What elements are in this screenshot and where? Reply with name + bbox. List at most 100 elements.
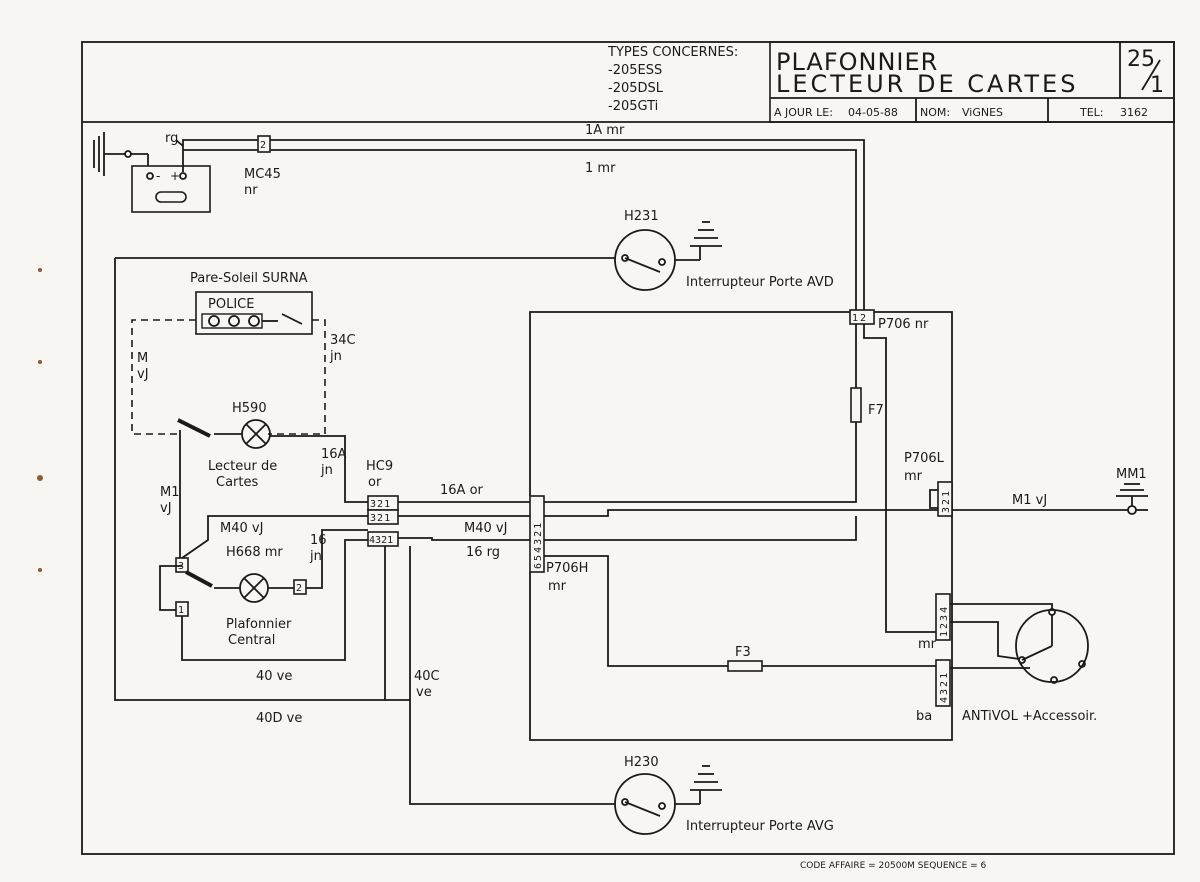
p706h-connector: 654321 <box>529 495 545 573</box>
svg-text:4321: 4321 <box>369 535 393 546</box>
wire-16-label: 16 <box>310 533 327 548</box>
h668-lamp <box>159 565 294 611</box>
h668-label: H668 mr <box>226 545 283 560</box>
updated-label: A JOUR LE: <box>774 106 833 119</box>
hc9-connector: 321 321 4321 <box>367 495 399 547</box>
binder-mark-3 <box>37 475 43 481</box>
p706-nr-connector <box>849 309 875 325</box>
fuse-f3 <box>727 660 763 672</box>
type-205gti: -205GTi <box>608 99 658 114</box>
sheet-number: 25 <box>1127 47 1155 72</box>
svg-text:+: + <box>170 169 180 183</box>
p706-nr-label: P706 nr <box>878 317 929 332</box>
title-box <box>769 41 1175 123</box>
wire-16rg-label: 16 rg <box>466 545 500 560</box>
binder-mark-1 <box>38 268 42 272</box>
wire-34c-label: 34C <box>330 333 356 348</box>
h231-door-switch <box>614 221 722 291</box>
svg-text:4321: 4321 <box>939 671 950 703</box>
mc45-connector <box>257 135 271 153</box>
wire-16-rg <box>398 537 530 541</box>
name-label: NOM: <box>920 106 950 119</box>
title-line-1: PLAFONNIER <box>776 48 938 76</box>
svg-text:-: - <box>156 169 160 183</box>
wire-16a-label: 16A <box>321 447 347 462</box>
sheet-frame <box>81 41 1175 855</box>
types-label: TYPES CONCERNES: <box>607 45 738 60</box>
h230-description: Interrupteur Porte AVG <box>686 819 834 834</box>
h230-door-switch <box>614 765 722 835</box>
p706h-label: P706H <box>546 561 588 576</box>
header-block: TYPES CONCERNES: -205ESS -205DSL -205GTi… <box>607 41 1175 123</box>
name-value: ViGNES <box>962 106 1003 119</box>
police-lamps <box>201 313 303 329</box>
plafonnier-label-1: Plafonnier <box>226 617 292 632</box>
tel-label: TEL: <box>1079 106 1104 119</box>
wire-1a-mr <box>270 139 865 310</box>
p706h-color: mr <box>548 579 567 594</box>
wire-16a-color: jn <box>320 463 333 478</box>
antivol-ba-label: ba <box>916 709 932 724</box>
wire-40d-label: 40D ve <box>256 711 302 726</box>
svg-text:321: 321 <box>370 499 391 510</box>
wire-34c-dashed <box>268 319 326 435</box>
tel-value: 3162 <box>1120 106 1148 119</box>
h590-label: H590 <box>232 401 267 416</box>
svg-text:1: 1 <box>178 605 184 616</box>
wire-m1-right-label: M1 vJ <box>1012 493 1047 508</box>
wire-m40-vj <box>181 515 368 559</box>
wire-m1-left-label: M1 <box>160 485 180 500</box>
wire-to-antivol <box>863 324 936 633</box>
h231-description: Interrupteur Porte AVD <box>686 275 834 290</box>
wire-16-jn <box>306 529 368 589</box>
svg-text:321: 321 <box>941 489 952 513</box>
mm1-label: MM1 <box>1116 467 1147 482</box>
svg-text:1234: 1234 <box>939 605 950 637</box>
p706-housing <box>529 311 953 741</box>
wire-f3-feed <box>544 555 728 667</box>
footer-code: CODE AFFAIRE = 20500M SEQUENCE = 6 <box>800 861 987 871</box>
wire-1-label: 1 mr <box>585 161 616 176</box>
wire-1a-label: 1A mr <box>585 123 625 138</box>
p706l-color: mr <box>904 469 923 484</box>
police-label: POLICE <box>208 297 254 312</box>
f7-label: F7 <box>868 403 884 418</box>
wire-m40-label: M40 vJ <box>220 521 263 536</box>
hc9-label: HC9 <box>366 459 393 474</box>
title-line-2: LECTEUR DE CARTES <box>776 70 1078 98</box>
wire-34c-color: jn <box>329 349 342 364</box>
h231-label: H231 <box>624 209 659 224</box>
binder-mark-4 <box>38 568 42 572</box>
wire-40-label: 40 ve <box>256 669 292 684</box>
mm1-ground <box>1116 483 1148 511</box>
wire-40d-ve <box>114 258 410 701</box>
wire-m40-right-label: M40 vJ <box>464 521 507 536</box>
pare-soleil-label: Pare-Soleil SURNA <box>190 271 308 286</box>
chassis-ground-battery: - + rg <box>93 131 211 213</box>
wire-m-vj-dashed <box>131 319 196 435</box>
wire-rg: rg <box>165 131 178 146</box>
wire-f7-feed <box>544 324 857 503</box>
svg-text:654321: 654321 <box>533 521 544 569</box>
p706l-label: P706L <box>904 451 945 466</box>
antivol-label: ANTiVOL +Accessoir. <box>962 709 1097 724</box>
wire-40c-ve <box>409 546 615 805</box>
antivol-switch <box>950 603 1089 684</box>
p706l-connector <box>937 481 953 517</box>
h668-pin-2 <box>293 579 307 595</box>
antivol-connector-bottom: 4321 <box>935 659 951 707</box>
plafonnier-label-2: Central <box>228 633 275 648</box>
mc45-label: MC45 <box>244 167 281 182</box>
f3-label: F3 <box>735 645 751 660</box>
mm1-terminal <box>1127 505 1137 515</box>
type-205dsl: -205DSL <box>608 81 664 96</box>
sheet-slash <box>1141 59 1161 91</box>
wire-40c-color: ve <box>416 685 432 700</box>
wire-1-mr <box>270 149 857 310</box>
wire-m1-through <box>544 509 938 517</box>
wire-40-ve <box>181 539 368 661</box>
updated-date: 04-05-88 <box>848 106 898 119</box>
battery <box>131 165 211 213</box>
